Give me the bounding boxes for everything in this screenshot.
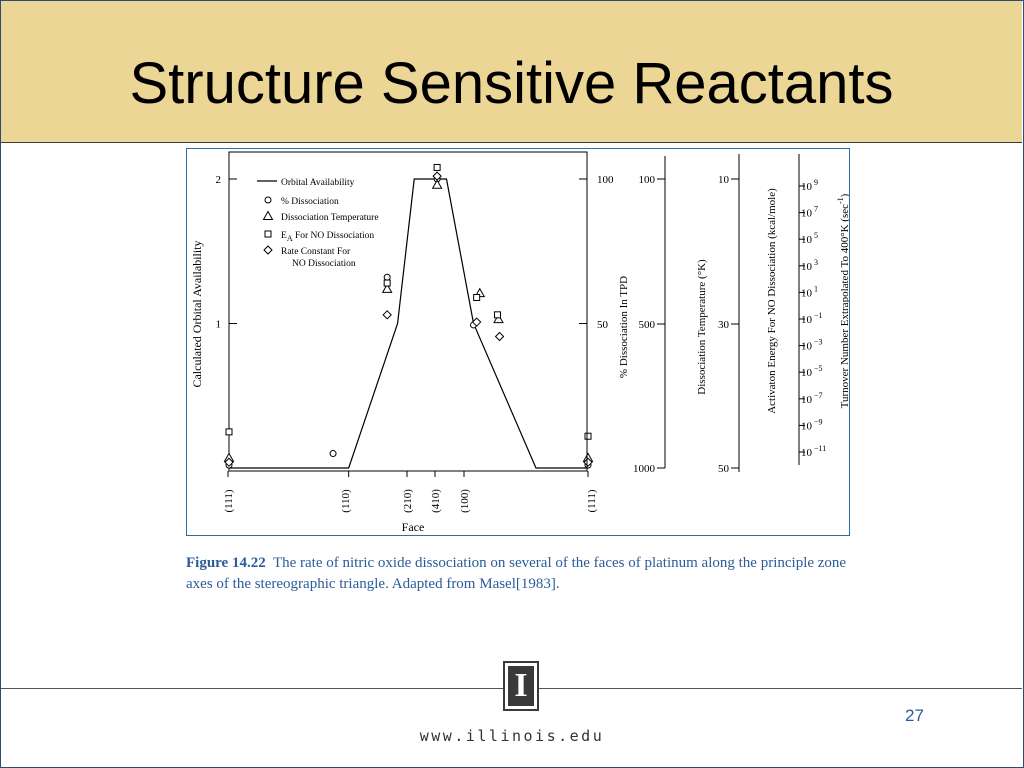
legend-label-line2: NO Dissociation	[292, 259, 356, 269]
x-tick-label: (210)	[402, 489, 414, 513]
data-point-diamond	[432, 171, 442, 181]
logo-letter: I	[514, 667, 528, 704]
data-point-square	[433, 163, 441, 171]
right-axis-4-label: Turnover Number Extrapolated To 400°K (s…	[836, 193, 849, 408]
logo-block: I	[508, 666, 534, 706]
chart: 2 1 Calculated Orbital Availability (111) (1…	[190, 151, 851, 534]
legend-diamond-swatch	[263, 245, 273, 255]
right-axis-3-tick-label: 10	[718, 174, 730, 186]
legend-triangle-swatch	[262, 210, 274, 220]
right-axis-4-tick-label: 10−11	[801, 444, 826, 459]
right-axis-1-label: % Dissociation In TPD	[618, 276, 630, 378]
data-point-diamond	[382, 310, 392, 320]
data-point-diamond	[494, 331, 505, 342]
right-axis-4-tick-label: 10−9	[801, 417, 823, 432]
page-number: 27	[905, 706, 924, 725]
caption-label: Figure 14.22	[186, 555, 266, 571]
y-tick-label: 1	[216, 319, 222, 331]
right-axis-3-tick-label: 50	[718, 463, 730, 475]
data-point-diamond	[471, 317, 482, 327]
right-axis-1-tick-label: 100	[597, 174, 614, 186]
university-logo: I	[503, 661, 539, 711]
right-axis-2-tick-label: 100	[639, 174, 656, 186]
slide-title: Structure Sensitive Reactants	[129, 51, 894, 116]
right-axis-2-tick-label: 1000	[633, 463, 656, 475]
data-point-square	[225, 428, 233, 436]
legend-square-swatch	[264, 230, 272, 238]
legend-label: Rate Constant For	[281, 247, 351, 257]
right-axis-2-tick-label: 500	[639, 319, 656, 331]
figure-caption: Figure 14.22 The rate of nitric oxide di…	[186, 553, 856, 595]
x-tick-label: (410)	[430, 489, 442, 513]
x-axis-label: Face	[402, 520, 425, 534]
legend-label: Orbital Availability	[281, 178, 355, 188]
data-point-square	[473, 293, 481, 301]
legend-circle-swatch	[264, 196, 272, 204]
x-tick-label: (100)	[459, 489, 471, 513]
series-orbital-availability-line	[229, 178, 588, 469]
right-axis-4-tick-label: 10−3	[801, 338, 823, 353]
data-point-square	[383, 279, 391, 287]
right-axis-4-tick-label: 10−7	[801, 391, 823, 406]
caption-text: The rate of nitric oxide dissociation on…	[186, 555, 847, 592]
title-band: Structure Sensitive Reactants	[1, 1, 1022, 143]
data-point-triangle	[431, 179, 443, 189]
data-point-triangle	[381, 283, 393, 293]
x-tick-label: (111)	[586, 489, 598, 512]
data-point-circle	[383, 273, 391, 281]
data-point-circle	[329, 450, 337, 458]
right-axis-3-tick-label: 30	[718, 319, 730, 331]
data-point-triangle	[493, 313, 504, 324]
right-axis-4-tick-label: 10−5	[801, 364, 823, 379]
figure-box: 2 1 Calculated Orbital Availability (111) (1…	[186, 148, 851, 536]
right-axis-2-label: Dissociation Temperature (°K)	[696, 259, 708, 395]
y-axis-label: Calculated Orbital Availability	[190, 240, 204, 387]
footer-url: www.illinois.edu	[419, 727, 605, 745]
legend-label: % Dissociation	[281, 197, 339, 207]
y-tick-label: 2	[216, 174, 222, 186]
right-axis-3-label: Activaton Energy For NO Dissociation (kc…	[766, 188, 778, 414]
legend-label: Dissociation Temperature	[281, 213, 379, 223]
x-tick-label: (111)	[223, 489, 235, 512]
data-point-square	[493, 311, 501, 319]
data-point-square	[584, 432, 592, 440]
data-point-diamond	[224, 457, 234, 467]
x-tick-label: (110)	[340, 489, 352, 513]
legend-label: EA For NO Dissociation	[281, 231, 374, 243]
right-axis-4-tick-label: 10−1	[801, 311, 823, 326]
data-point-diamond	[583, 457, 593, 467]
right-axis-1-tick-label: 50	[597, 319, 609, 331]
